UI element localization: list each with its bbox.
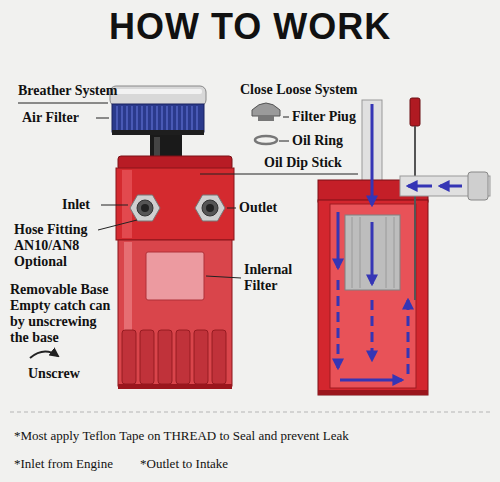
unscrew-arrow [30,351,58,358]
footnote: *Outlet to Intake [140,456,228,472]
part-note: Removable Base Empty catch can by unscre… [10,282,114,346]
part-label: Close Loose System [240,82,357,98]
part-label: Outlet [239,200,277,216]
part-label: Breather System [18,83,117,99]
part-label: Inlet [62,197,90,213]
part-label: Filter Piug [292,109,356,125]
part-label: Air Filter [22,110,79,126]
footnote: *Inlet from Engine [14,456,113,472]
flow-arrows [338,104,462,380]
left-can [110,86,234,389]
cutaway-can [318,98,490,395]
action-label: Unscrew [28,366,80,382]
page-title: HOW TO WORK [109,6,391,48]
part-label: Oil Ring [292,133,343,149]
part-label: Oil Dip Stick [264,155,342,171]
part-label: Inlernal Filter [244,262,308,294]
leader-lines [10,103,490,412]
part-label: Hose Fitting AN10/AN8 Optional [14,222,109,270]
filter-plug [252,103,280,144]
footnote: *Most apply Teflon Tape on THREAD to Sea… [14,428,349,444]
